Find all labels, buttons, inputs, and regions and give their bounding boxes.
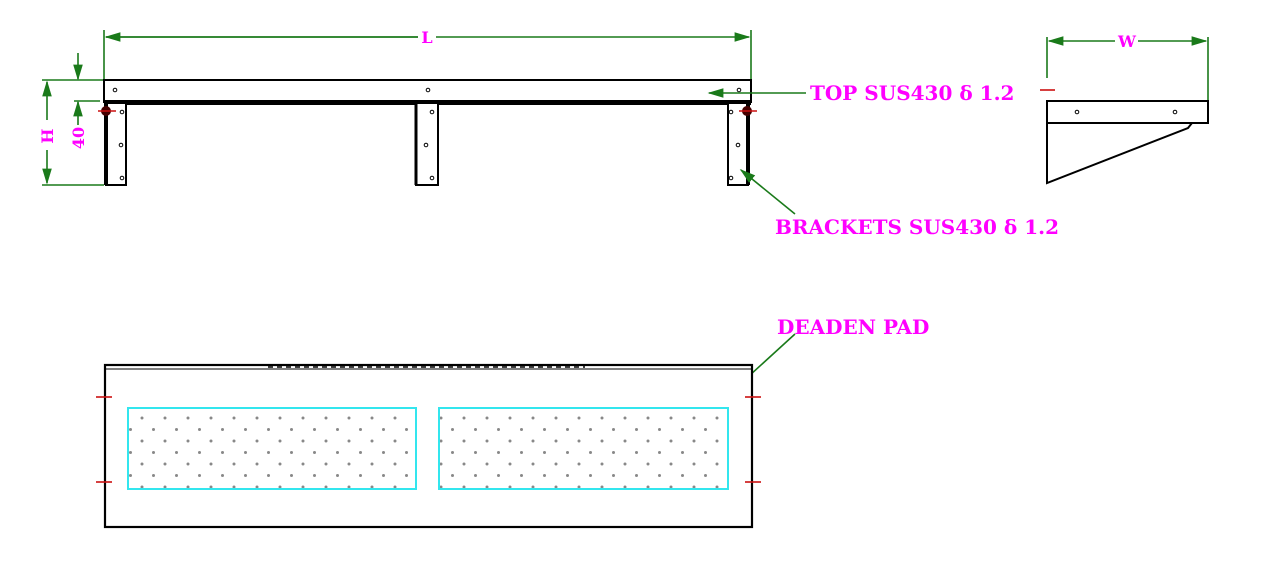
- shelf-top: [103, 79, 752, 103]
- height-label: H: [38, 128, 57, 143]
- side-view: W: [1040, 32, 1209, 185]
- brackets-callout: BRACKETS SUS430 δ 1.2: [739, 168, 1059, 239]
- top-callout: TOP SUS430 δ 1.2: [707, 81, 1014, 105]
- deaden-pad-left: [127, 407, 417, 490]
- brackets-label: BRACKETS SUS430 δ 1.2: [775, 215, 1059, 239]
- bottom-view: [96, 363, 761, 529]
- front-view: L H 40: [38, 28, 757, 186]
- top-label: TOP SUS430 δ 1.2: [810, 81, 1014, 105]
- mount-bolt-icon: [739, 106, 757, 116]
- mount-bolt-icon: [98, 106, 116, 116]
- deaden-pad-right: [438, 407, 729, 490]
- length-label: L: [421, 28, 432, 47]
- bracket-left: [104, 102, 127, 186]
- width-label: W: [1117, 32, 1137, 51]
- top-depth-label: 40: [69, 127, 88, 149]
- length-dimension: L: [103, 28, 752, 80]
- bracket-middle: [414, 102, 439, 186]
- bracket-right: [727, 102, 750, 186]
- top-depth-dimension: 40: [69, 53, 100, 149]
- deaden-pad-label: DEADEN PAD: [777, 315, 929, 339]
- height-dimension: H: [38, 79, 104, 186]
